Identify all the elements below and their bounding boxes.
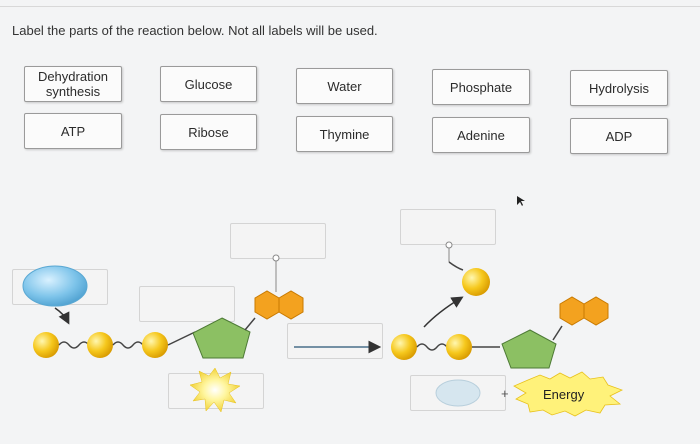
water-molecule-right bbox=[436, 380, 480, 406]
phosphate-ball bbox=[33, 332, 59, 358]
adenine-hexagon-right bbox=[584, 297, 608, 325]
energy-label: Energy bbox=[543, 387, 585, 402]
phosphate-ball bbox=[391, 334, 417, 360]
adenine-hexagon-left bbox=[255, 291, 279, 319]
phosphate-ball bbox=[446, 334, 472, 360]
plus-sign: + bbox=[501, 386, 509, 401]
curved-arrow bbox=[424, 298, 461, 327]
phosphate-ball bbox=[142, 332, 168, 358]
ribose-pentagon-right bbox=[502, 330, 556, 368]
phosphate-ball bbox=[87, 332, 113, 358]
cursor-icon bbox=[517, 196, 525, 206]
released-phosphate-ball bbox=[462, 268, 490, 296]
water-molecule-left bbox=[23, 266, 87, 306]
arrow-small-left bbox=[55, 308, 68, 322]
adenine-hexagon-left bbox=[279, 291, 303, 319]
energy-burst-left bbox=[190, 368, 240, 412]
ribose-pentagon-left bbox=[193, 318, 250, 358]
adenine-hexagon-right bbox=[560, 297, 584, 325]
